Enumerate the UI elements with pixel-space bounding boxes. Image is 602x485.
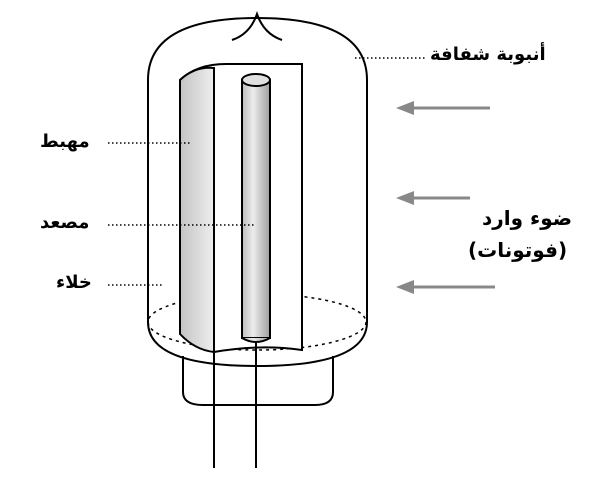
light-label-line1: ضوء وارد	[482, 206, 573, 230]
tube-base	[182, 356, 334, 406]
anode-label: مصعد	[40, 212, 90, 233]
anode-rod	[241, 73, 271, 343]
light-label-line2: (فوتونات)	[468, 238, 568, 262]
light-arrow-1	[396, 101, 490, 115]
glass-tube	[147, 16, 368, 368]
tube-label: أنبوبة شفافة	[430, 44, 546, 65]
tube-tip	[231, 10, 283, 41]
vacuum-label: خلاء	[56, 272, 92, 293]
light-arrow-3	[396, 280, 495, 294]
cathode-label: مهبط	[40, 131, 90, 152]
light-arrow-2	[396, 191, 470, 205]
